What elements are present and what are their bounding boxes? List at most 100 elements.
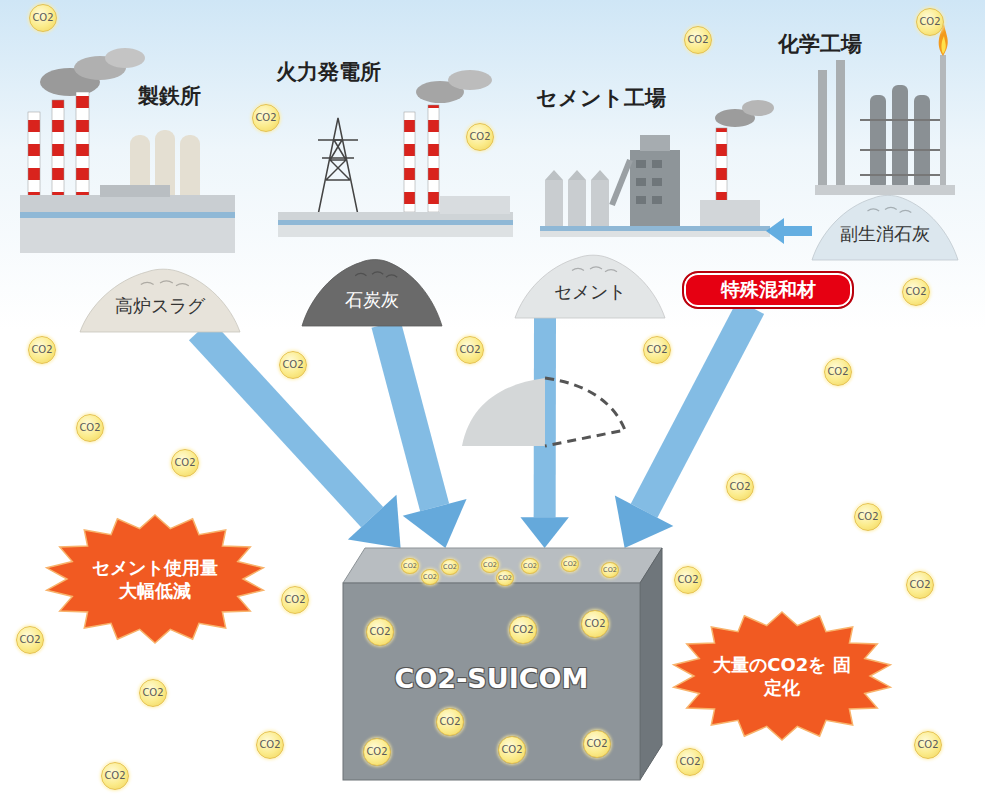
co2-bubble: CO2	[481, 557, 499, 573]
co2-label: CO2	[729, 482, 750, 492]
co2-bubble: CO2	[76, 414, 104, 442]
co2-label: CO2	[586, 739, 607, 749]
node-label: 特殊混和材	[721, 277, 816, 303]
co2-label: CO2	[905, 287, 926, 297]
co2-bubble: CO2	[16, 626, 44, 654]
cement-pile: セメント	[515, 248, 665, 318]
co2-bubble: CO2	[496, 570, 514, 586]
starburst-shape	[672, 612, 892, 740]
co2-bubble: CO2	[601, 562, 619, 578]
co2-label: CO2	[469, 132, 490, 142]
co2-label: CO2	[498, 575, 512, 582]
co2-bubble: CO2	[436, 708, 464, 736]
co2-label: CO2	[679, 757, 700, 767]
co2-label: CO2	[423, 574, 437, 581]
co2-label: CO2	[459, 345, 480, 355]
plant-name-text: 製鉄所	[138, 84, 201, 108]
co2-label: CO2	[857, 512, 878, 522]
co2-label: CO2	[603, 567, 617, 574]
co2-bubble: CO2	[139, 679, 167, 707]
power-plant	[278, 70, 513, 237]
co2-bubble: CO2	[498, 736, 526, 764]
co2-bubble: CO2	[726, 473, 754, 501]
node-label: セメント使用量 大幅低減	[80, 556, 230, 603]
co2-label: CO2	[584, 619, 605, 629]
co2-bubble: CO2	[28, 336, 56, 364]
co2-bubble: CO2	[466, 123, 494, 151]
co2-bubble: CO2	[29, 4, 57, 32]
co2-bubble: CO2	[521, 558, 539, 574]
plant-name: 化学工場	[778, 30, 862, 58]
co2-bubble: CO2	[279, 351, 307, 379]
node-label: 石炭灰	[345, 288, 399, 312]
co2-bubble: CO2	[252, 104, 280, 132]
plant-name: 製鉄所	[138, 82, 201, 110]
co2-label: CO2	[369, 627, 390, 637]
concrete-block: CO2-SUICOMCO2CO2CO2CO2CO2CO2CO2CO2CO2CO2…	[343, 545, 663, 781]
co2-label: CO2	[32, 13, 53, 23]
co2-bubble: CO2	[583, 730, 611, 758]
flow-arrow	[386, 324, 467, 548]
plant-name-text: 火力発電所	[276, 60, 381, 84]
starburst-shape	[45, 515, 265, 643]
co2-bubble: CO2	[906, 571, 934, 599]
node-label: 大量のCO2を 固定化	[707, 653, 857, 700]
co2-bubble: CO2	[854, 503, 882, 531]
admixture-badge: 特殊混和材	[682, 271, 854, 309]
co2-label: CO2	[259, 740, 280, 750]
feed-arrow	[766, 218, 812, 244]
co2-bubble: CO2	[441, 559, 459, 575]
chemical-plant	[815, 24, 955, 195]
co2-label: CO2	[512, 625, 533, 635]
lime-pile: 副生消石灰	[812, 188, 958, 260]
co2-label: CO2	[439, 717, 460, 727]
co2-bubble: CO2	[581, 610, 609, 638]
co2-label: CO2	[31, 345, 52, 355]
co2-label: CO2	[443, 564, 457, 571]
co2-label: CO2	[142, 688, 163, 698]
co2-bubble: CO2	[914, 731, 942, 759]
co2-label: CO2	[284, 595, 305, 605]
co2-bubble: CO2	[509, 616, 537, 644]
co2-label: CO2	[366, 747, 387, 757]
co2-label: CO2	[403, 563, 417, 570]
co2-bubble: CO2	[456, 336, 484, 364]
node-label: 副生消石灰	[840, 222, 930, 246]
co2-bubble: CO2	[171, 449, 199, 477]
co2-bubble: CO2	[674, 566, 702, 594]
co2-bubble: CO2	[676, 748, 704, 776]
co2-bubble: CO2	[824, 358, 852, 386]
node-label: セメント	[554, 280, 626, 304]
co2-label: CO2	[104, 771, 125, 781]
co2-label: CO2	[563, 561, 577, 568]
co2-bubble: CO2	[561, 556, 579, 572]
co2-label: CO2	[483, 562, 497, 569]
co2-label: CO2	[917, 740, 938, 750]
co2-label: CO2	[827, 367, 848, 377]
co2-bubble: CO2	[684, 26, 712, 54]
co2-label: CO2	[174, 458, 195, 468]
node-label: 高炉スラグ	[115, 294, 205, 318]
co2-label: CO2	[919, 17, 940, 27]
co2-bubble: CO2	[256, 731, 284, 759]
plant-name: 火力発電所	[276, 58, 381, 86]
cement-plant	[540, 100, 774, 237]
reduction-burst: セメント使用量 大幅低減	[45, 515, 265, 643]
co2-bubble: CO2	[916, 8, 944, 36]
co2-label: CO2	[255, 113, 276, 123]
plant-name: セメント工場	[536, 84, 666, 112]
steel-mill	[20, 48, 235, 253]
co2-bubble: CO2	[421, 569, 439, 585]
co2-bubble: CO2	[643, 336, 671, 364]
co2-bubble: CO2	[101, 762, 129, 790]
slag-pile: 高炉スラグ	[80, 262, 240, 332]
co2-label: CO2	[909, 580, 930, 590]
plant-name-text: 化学工場	[778, 32, 862, 56]
co2-bubble: CO2	[902, 278, 930, 306]
co2-bubble: CO2	[281, 586, 309, 614]
co2-label: CO2	[646, 345, 667, 355]
co2-bubble: CO2	[401, 558, 419, 574]
co2-bubble: CO2	[363, 738, 391, 766]
coal-ash-pile: 石炭灰	[302, 252, 442, 326]
co2-label: CO2	[501, 745, 522, 755]
